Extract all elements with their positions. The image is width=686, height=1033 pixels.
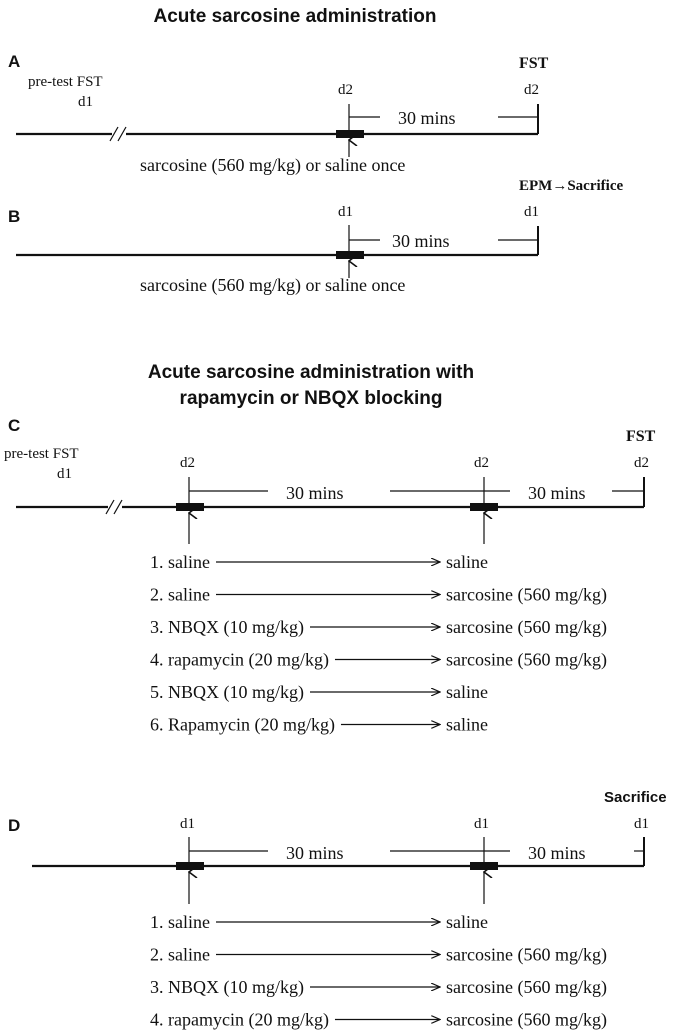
panel-d-test-day: d1 <box>634 816 649 832</box>
panel-a: A pre-test FST d1 d2 FST d2 30 mins sarc… <box>8 52 549 176</box>
panel-d-second-day: d1 <box>474 816 489 832</box>
panel-c: C pre-test FST d1 d2 d2 FST d2 30 mins 3… <box>4 416 656 736</box>
panel-c-test-day: d2 <box>634 455 649 471</box>
panel-b-letter: B <box>8 207 20 226</box>
panel-a-injection-bar <box>336 130 364 138</box>
panel-a-pretest-label: pre-test FST <box>28 74 103 90</box>
panel-a-injection-day: d2 <box>338 82 353 98</box>
group-pre-treatment: 2. saline <box>150 945 210 965</box>
title-acute: Acute sarcosine administration <box>154 6 437 27</box>
panel-a-injection-label: sarcosine (560 mg/kg) or saline once <box>140 155 405 176</box>
panel-a-break-mark-2 <box>117 126 127 142</box>
panel-d-first-bar <box>176 862 204 870</box>
group-pre-treatment: 6. Rapamycin (20 mg/kg) <box>150 715 335 736</box>
title-blocking-line1: Acute sarcosine administration with <box>148 362 474 383</box>
panel-b: B EPM→Sacrifice d1 d1 30 mins sarcosine … <box>8 178 623 296</box>
panel-c-test-label: FST <box>626 428 656 445</box>
panel-c-break-mark-2 <box>113 499 123 515</box>
group-pre-treatment: 4. rapamycin (20 mg/kg) <box>150 650 329 671</box>
panel-c-group-list: 1. saline saline 2. saline sarcosine (560 m… <box>150 552 607 736</box>
panel-d-letter: D <box>8 816 20 835</box>
panel-b-interval: 30 mins <box>392 231 450 251</box>
panel-c-second-bar <box>470 503 498 511</box>
group-pre-treatment: 1. saline <box>150 912 210 932</box>
panel-b-injection-label: sarcosine (560 mg/kg) or saline once <box>140 275 405 296</box>
panel-d-group-list: 1. saline saline 2. saline sarcosine (560 m… <box>150 912 607 1031</box>
panel-c-break-mark <box>105 499 115 515</box>
panel-a-test-label: FST <box>519 55 549 72</box>
group-post-treatment: sarcosine (560 mg/kg) <box>446 945 607 966</box>
group-post-treatment: saline <box>446 552 488 572</box>
panel-b-injection-day: d1 <box>338 204 353 220</box>
group-pre-treatment: 3. NBQX (10 mg/kg) <box>150 617 304 638</box>
panel-d-second-bar <box>470 862 498 870</box>
panel-a-test-day: d2 <box>524 82 539 98</box>
panel-c-pretest-label: pre-test FST <box>4 446 79 462</box>
panel-a-letter: A <box>8 52 20 71</box>
panel-c-interval2: 30 mins <box>528 483 586 503</box>
group-pre-treatment: 5. NBQX (10 mg/kg) <box>150 682 304 703</box>
panel-b-test-label: EPM→Sacrifice <box>519 178 623 194</box>
panel-c-first-day: d2 <box>180 455 195 471</box>
panel-d-interval2: 30 mins <box>528 843 586 863</box>
panel-d-interval1: 30 mins <box>286 843 344 863</box>
group-post-treatment: saline <box>446 912 488 932</box>
panel-b-test-day: d1 <box>524 204 539 220</box>
panel-a-break-mark <box>109 126 119 142</box>
group-pre-treatment: 2. saline <box>150 585 210 605</box>
group-post-treatment: sarcosine (560 mg/kg) <box>446 650 607 671</box>
panel-d: D Sacrifice d1 d1 d1 30 mins 30 mins 1. … <box>8 789 667 1031</box>
title-blocking-line2: rapamycin or NBQX blocking <box>180 388 443 409</box>
group-post-treatment: sarcosine (560 mg/kg) <box>446 1010 607 1031</box>
panel-a-interval: 30 mins <box>398 108 456 128</box>
panel-b-injection-bar <box>336 251 364 259</box>
panel-c-letter: C <box>8 416 20 435</box>
panel-c-first-bar <box>176 503 204 511</box>
panel-a-pretest-day: d1 <box>78 94 93 110</box>
group-pre-treatment: 4. rapamycin (20 mg/kg) <box>150 1010 329 1031</box>
group-post-treatment: sarcosine (560 mg/kg) <box>446 617 607 638</box>
group-post-treatment: saline <box>446 682 488 702</box>
group-pre-treatment: 3. NBQX (10 mg/kg) <box>150 977 304 998</box>
group-post-treatment: saline <box>446 715 488 735</box>
panel-d-first-day: d1 <box>180 816 195 832</box>
panel-d-test-label: Sacrifice <box>604 789 667 806</box>
group-post-treatment: sarcosine (560 mg/kg) <box>446 585 607 606</box>
panel-c-second-day: d2 <box>474 455 489 471</box>
panel-c-interval1: 30 mins <box>286 483 344 503</box>
group-post-treatment: sarcosine (560 mg/kg) <box>446 977 607 998</box>
group-pre-treatment: 1. saline <box>150 552 210 572</box>
panel-c-pretest-day: d1 <box>57 466 72 482</box>
